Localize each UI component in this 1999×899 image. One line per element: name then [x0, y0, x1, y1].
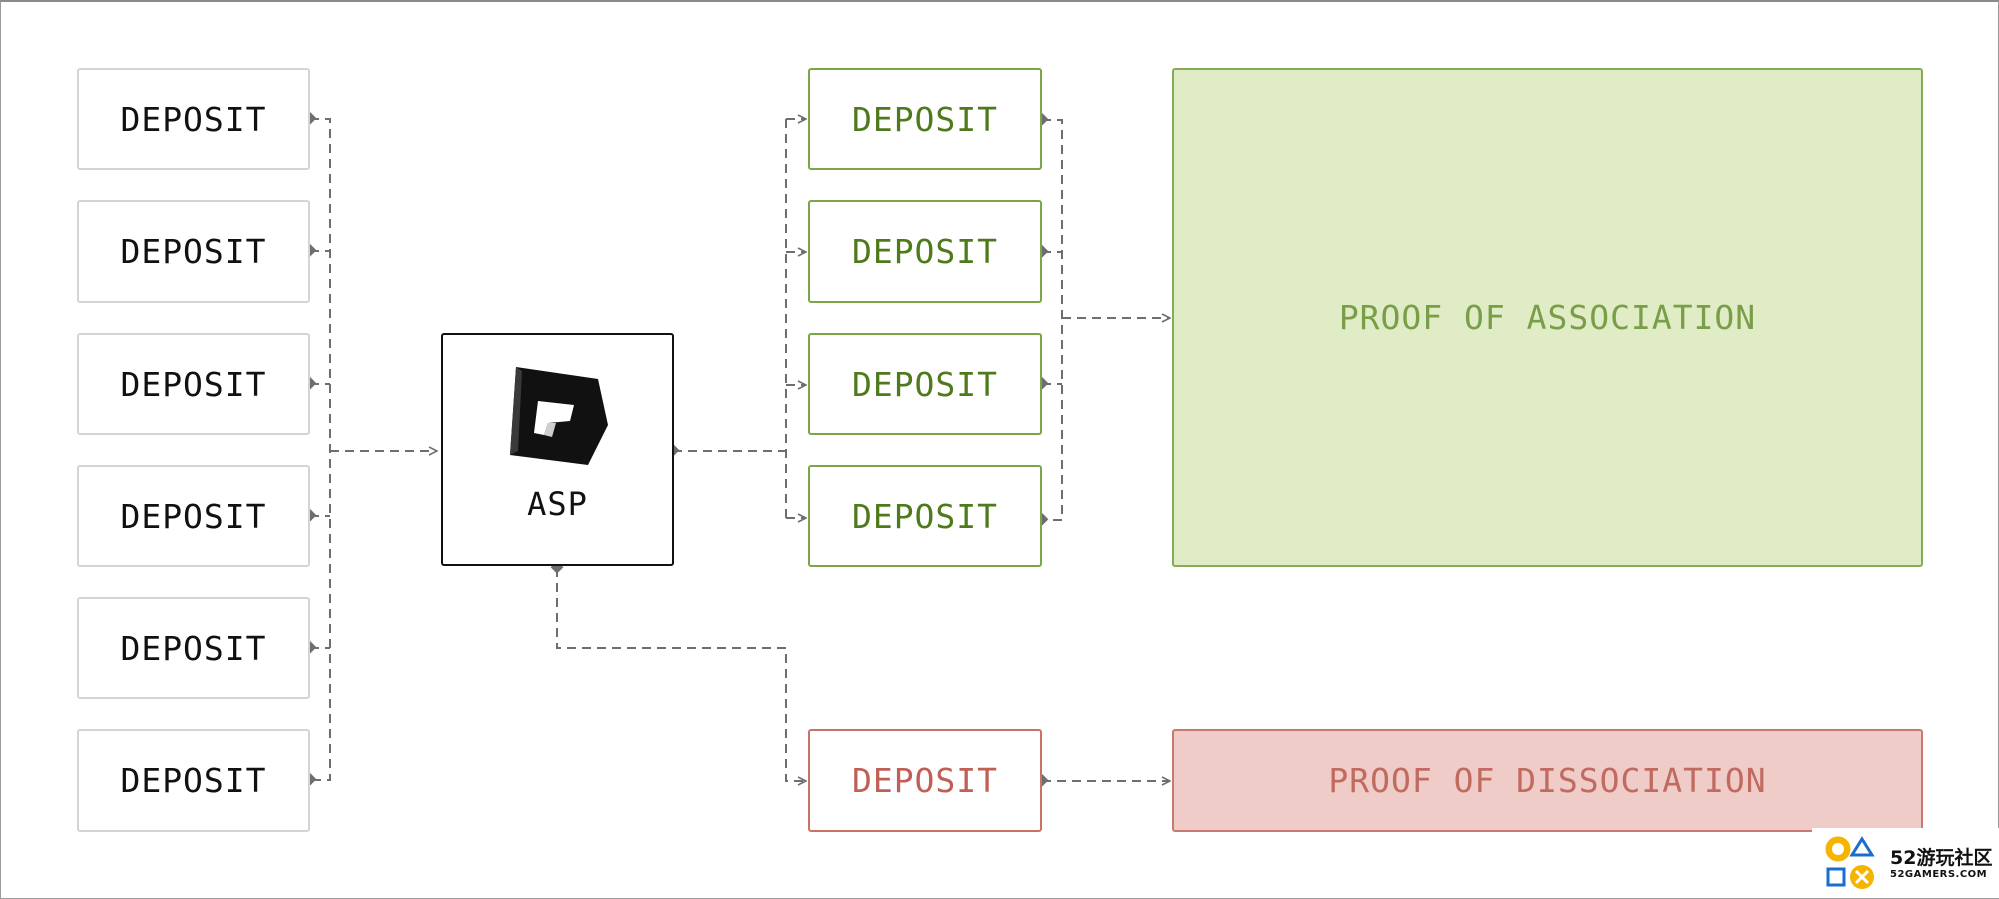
deposit-label: DEPOSIT: [120, 761, 267, 800]
dissociated-deposit-box: DEPOSIT: [808, 729, 1042, 832]
asp-label: ASP: [527, 485, 588, 523]
deposit-label: DEPOSIT: [120, 99, 267, 139]
deposit-box: DEPOSIT: [77, 68, 310, 170]
connector-asp-down: [556, 568, 806, 781]
watermark-logo-icon: [1822, 833, 1888, 893]
proof-of-association-box: PROOF OF ASSOCIATION: [1172, 68, 1923, 567]
associated-deposit-box: DEPOSIT: [808, 333, 1042, 435]
deposit-label: DEPOSIT: [851, 364, 999, 404]
proof-of-association-label: PROOF OF ASSOCIATION: [1338, 298, 1757, 337]
deposit-box: DEPOSIT: [77, 597, 310, 699]
deposit-label: DEPOSIT: [120, 364, 267, 404]
deposit-label: DEPOSIT: [851, 496, 999, 536]
deposit-box: DEPOSIT: [77, 200, 310, 303]
deposit-box: DEPOSIT: [77, 729, 310, 832]
deposit-label: DEPOSIT: [851, 99, 999, 139]
connector-left-1: [310, 118, 331, 781]
associated-deposit-box: DEPOSIT: [808, 68, 1042, 170]
associated-deposit-box: DEPOSIT: [808, 465, 1042, 567]
deposit-label: DEPOSIT: [120, 232, 267, 271]
deposit-box: DEPOSIT: [77, 465, 310, 567]
watermark-site: 52GAMERS.COM: [1890, 868, 1988, 880]
deposit-label: DEPOSIT: [851, 232, 999, 271]
proof-of-dissociation-box: PROOF OF DISSOCIATION: [1172, 729, 1923, 832]
proof-of-dissociation-label: PROOF OF DISSOCIATION: [1328, 761, 1767, 800]
asp-logo-icon: [509, 367, 608, 465]
deposit-label: DEPOSIT: [120, 496, 267, 536]
watermark-brand: 52游玩社区: [1890, 846, 1993, 869]
deposit-box: DEPOSIT: [77, 333, 310, 435]
asp-box: ASP: [441, 333, 674, 566]
associated-deposit-box: DEPOSIT: [808, 200, 1042, 303]
connector-green-out-1: [1042, 119, 1063, 521]
watermark: 52游玩社区 52GAMERS.COM: [1812, 828, 1999, 898]
deposit-label: DEPOSIT: [851, 761, 999, 800]
deposit-label: DEPOSIT: [120, 628, 267, 668]
